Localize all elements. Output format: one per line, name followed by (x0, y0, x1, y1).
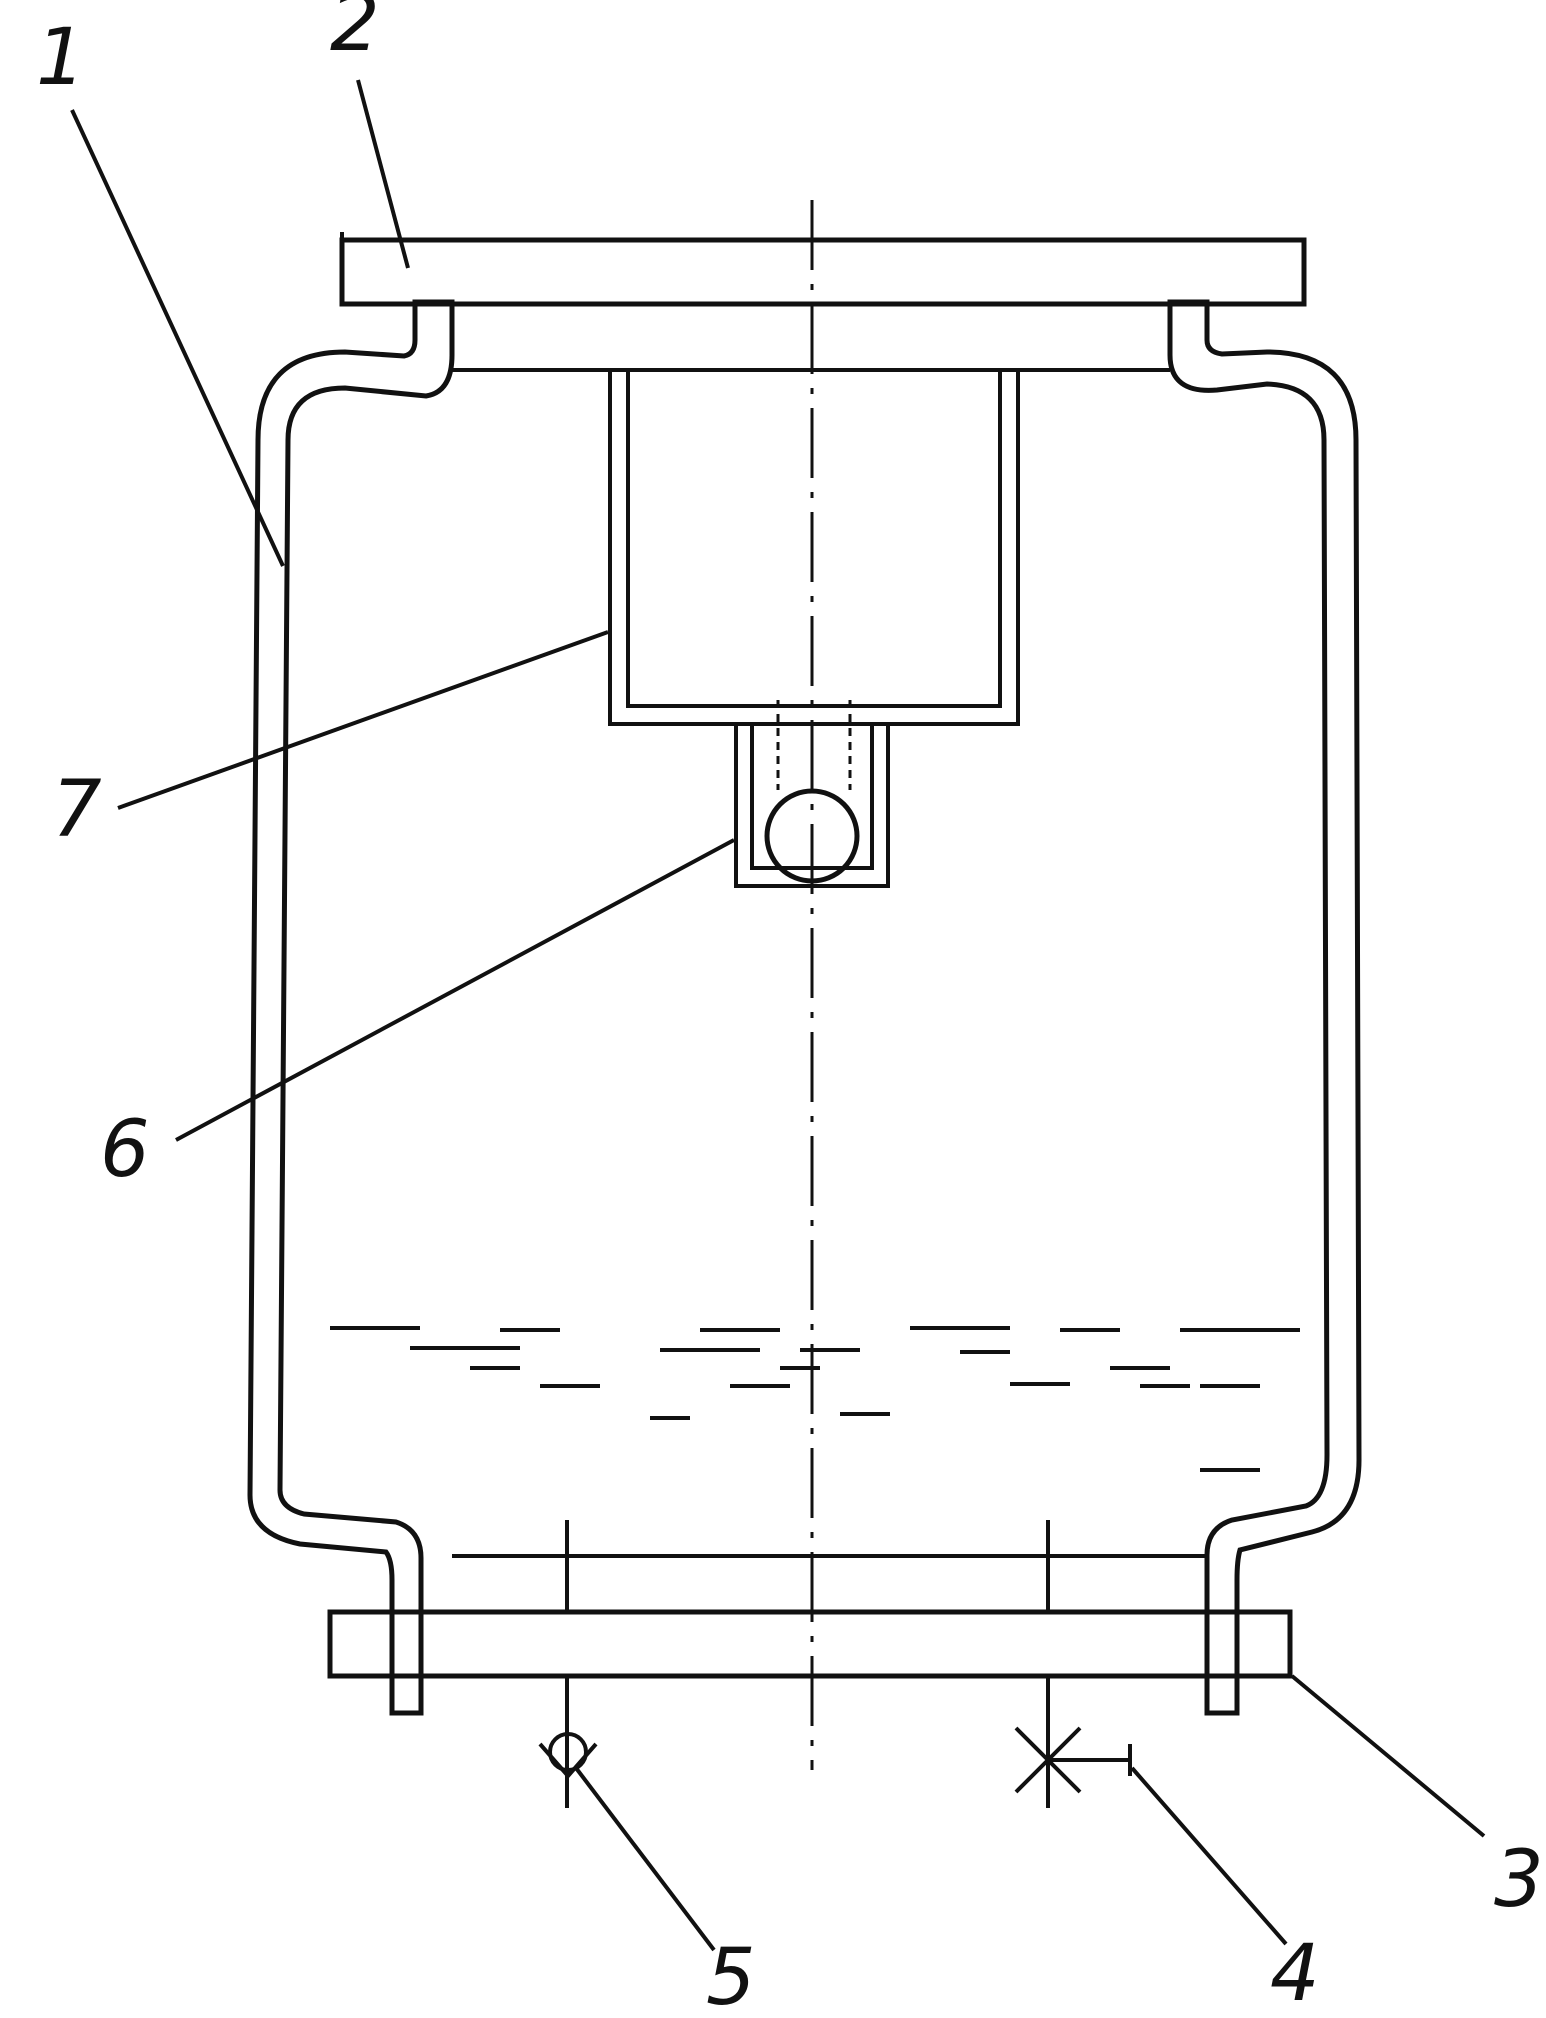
top-plate (339, 237, 1307, 307)
leader-5 (574, 1766, 716, 1952)
bellows-wall (247, 299, 1362, 1716)
leader-1 (70, 109, 285, 567)
label-part-2: 2 (330, 0, 380, 69)
label-part-5: 5 (706, 1933, 756, 2018)
bellows-wall-left (247, 299, 455, 1716)
bellows-wall-right (1167, 299, 1362, 1716)
ball-tube (734, 700, 890, 888)
leader-3 (1290, 1674, 1486, 1838)
stop-valve-icon (1014, 1726, 1132, 1794)
label-part-1: 1 (36, 13, 86, 103)
right-pipe (1014, 1520, 1132, 1808)
leader-6 (175, 838, 735, 1142)
left-pipe (538, 1520, 598, 1808)
check-valve-icon (538, 1732, 598, 1780)
label-part-3: 3 (1494, 1835, 1544, 1925)
leader-4 (1130, 1766, 1288, 1946)
liquid-surface (330, 1326, 1300, 1472)
label-part-4: 4 (1270, 1929, 1320, 2018)
label-part-6: 6 (100, 1105, 150, 1195)
bottom-plate (327, 1609, 1293, 1679)
label-part-7: 7 (52, 765, 102, 855)
leader-lines (70, 79, 1486, 1952)
cylinder-cup (608, 368, 1020, 726)
leader-2 (356, 79, 410, 269)
leader-7 (117, 630, 609, 810)
